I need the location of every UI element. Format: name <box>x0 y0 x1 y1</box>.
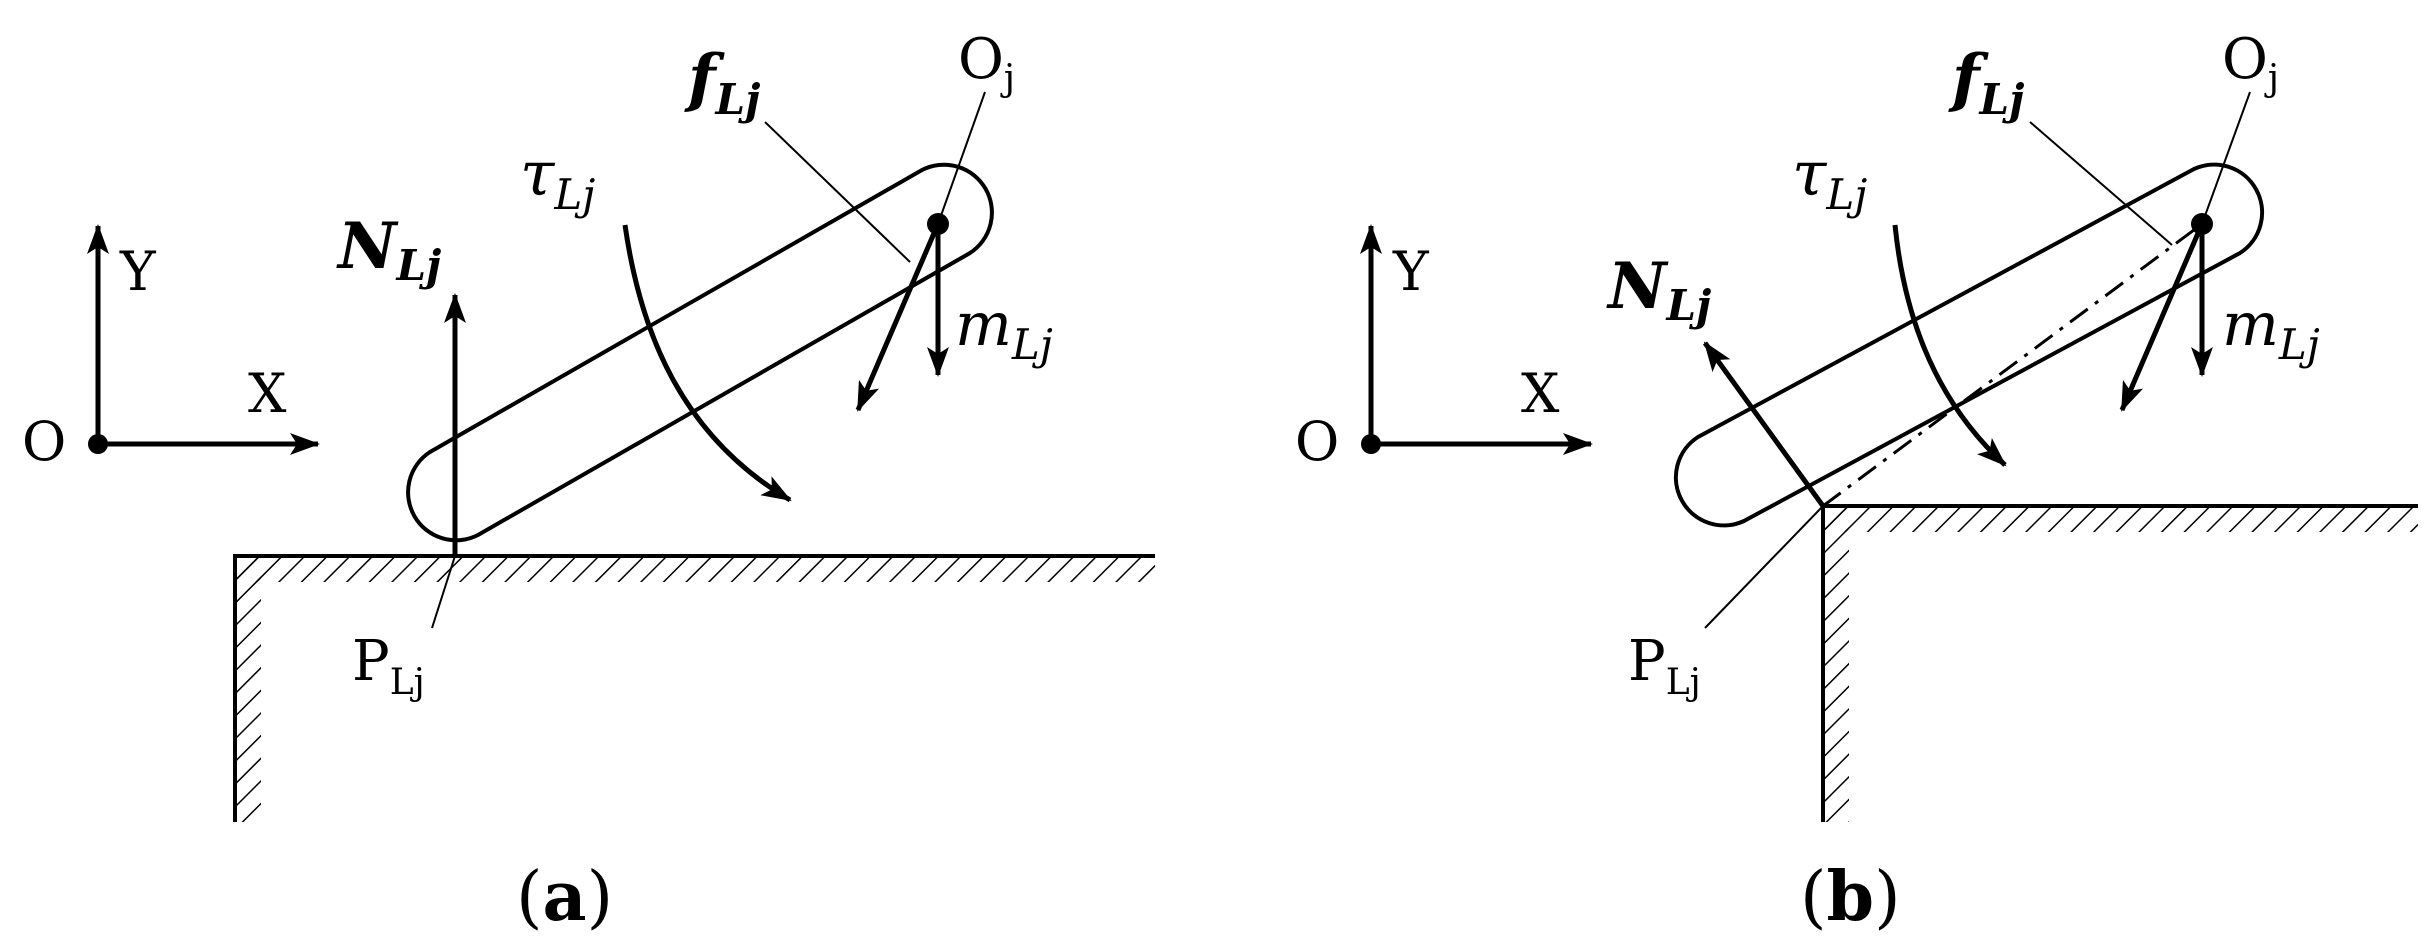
panel-b-wall-hatch <box>1823 506 1849 822</box>
panel-a-friction-arrow <box>855 223 941 412</box>
panel-b-contact-label: PLj <box>1628 629 1701 703</box>
panel-a-mass-label: mLj <box>955 290 1053 369</box>
panel-a-coordinate-frame: Y X O <box>22 224 320 473</box>
panel-a-contact-label: PLj <box>352 629 425 703</box>
panel-b-joint-base: O <box>2222 27 2268 92</box>
panel-b-friction-label: fLj <box>1948 41 2024 124</box>
panel-b-normal-force-sub: Lj <box>1666 281 1712 330</box>
panel-a-torque-label: τLj <box>520 137 595 219</box>
panel-b-mass-base: m <box>2222 290 2279 360</box>
panel-b-dashed-line <box>1822 222 2203 508</box>
panel-b-torque-label: τLj <box>1792 137 1867 219</box>
panel-a-link <box>406 162 994 543</box>
panel-a-mass-sub: Lj <box>1011 320 1053 369</box>
panel-a-caption-letter: a <box>543 857 587 937</box>
panel-a-torque-sub: Lj <box>553 170 595 219</box>
panel-a-joint-leader <box>937 91 986 225</box>
panel-a-contact-base: P <box>352 629 390 694</box>
panel-b-mass-label: mLj <box>2222 290 2320 369</box>
panel-b-friction-sub: Lj <box>1979 75 2025 124</box>
panel-b-normal-force-base: N <box>1606 249 1669 324</box>
panel-b-x-label: X <box>1521 362 1560 425</box>
panel-b-origin-label: O <box>1295 410 1339 473</box>
panel-a-mass-base: m <box>955 290 1012 360</box>
panel-b-friction-arrow <box>2119 223 2205 412</box>
panel-b-contact-sub: Lj <box>1666 662 1701 703</box>
panel-b-caption: (b) <box>1800 857 1901 937</box>
panel-a-friction-sub: Lj <box>715 75 761 124</box>
panel-a-normal-force-label: NLj <box>336 209 441 290</box>
panel-b-joint-label: Oj <box>2222 27 2279 99</box>
panel-b-ground <box>1821 504 2418 822</box>
panel-a-contact-sub: Lj <box>390 662 425 703</box>
panel-b-y-label: Y <box>1392 240 1430 303</box>
panel-a-friction-leader <box>764 121 911 263</box>
panel-b-caption-letter: b <box>1827 857 1875 937</box>
panel-a-joint-sub: j <box>1000 58 1015 99</box>
panel-b-link <box>1673 162 2265 528</box>
panel-b-normal-force-arrow <box>1702 341 1826 508</box>
panel-b-contact-base: P <box>1628 629 1666 694</box>
panel-a-y-label: Y <box>119 240 157 303</box>
panel-a-x-label: X <box>248 362 287 425</box>
panel-b-torque-arrow <box>1892 224 2007 467</box>
panel-a-contact-leader <box>431 555 456 629</box>
panel-a-normal-force-sub: Lj <box>396 241 442 290</box>
panel-a-ground <box>233 554 1155 822</box>
panel-a-origin-dot <box>88 434 108 454</box>
panel-a-origin-label: O <box>22 410 66 473</box>
panel-b-mass-sub: Lj <box>2278 320 2320 369</box>
panel-b-torque-sub: Lj <box>1825 170 1867 219</box>
panel-a-wall-hatch <box>235 556 261 822</box>
panel-b-joint-leader <box>2201 91 2251 225</box>
panel-b-friction-leader <box>2029 121 2173 246</box>
panel-a-friction-label: fLj <box>684 41 760 124</box>
panel-a-joint-label: Oj <box>958 27 1015 99</box>
panel-b-origin-dot <box>1361 434 1381 454</box>
panel-a: Y X O NLj τLj fLj Oj mLj PLj <box>22 27 1155 937</box>
panel-b: Y X O NLj τLj fLj Oj mLj PLj <box>1295 27 2418 937</box>
panel-b-joint-sub: j <box>2264 58 2279 99</box>
panel-b-ground-hatch <box>1823 506 2418 532</box>
panel-b-contact-leader <box>1704 505 1824 629</box>
panel-b-normal-force-label: NLj <box>1606 249 1711 330</box>
panel-a-torque-base: τ <box>520 137 556 210</box>
panel-a-caption: (a) <box>516 857 613 937</box>
panel-b-torque-base: τ <box>1792 137 1828 210</box>
panel-b-coordinate-frame: Y X O <box>1295 224 1593 473</box>
panel-a-normal-force-base: N <box>336 209 399 284</box>
panel-a-torque-arrow <box>622 224 792 503</box>
panel-a-ground-hatch <box>235 556 1155 582</box>
panel-a-joint-base: O <box>958 27 1004 92</box>
